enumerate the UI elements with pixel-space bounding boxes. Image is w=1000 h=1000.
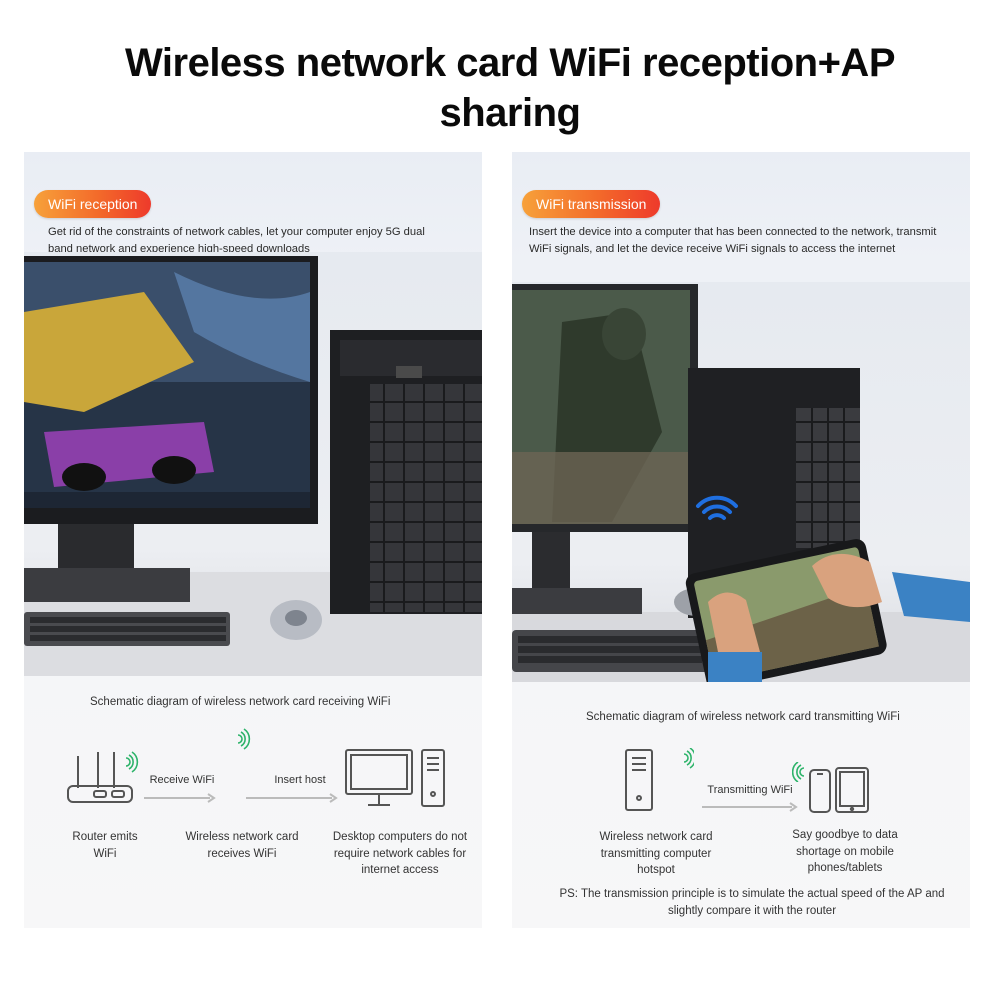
desktop-tablet-photo: [512, 282, 970, 682]
phone-icon: [808, 768, 832, 814]
transmitting-diagram-title: Schematic diagram of wireless network ca…: [586, 711, 900, 723]
desktop-setup-photo: [24, 252, 482, 676]
wifi-reception-panel: WiFi reception Get rid of the constraint…: [24, 152, 482, 928]
network-card-caption: Wireless network card receives WiFi: [185, 831, 299, 860]
insert-host-label: Insert host: [274, 774, 326, 786]
transmitting-wifi-label: Transmitting WiFi: [707, 784, 793, 796]
insert-host-arrow: [246, 793, 338, 803]
desktop-caption: Desktop computers do not require network…: [332, 831, 468, 876]
wifi-reception-badge: WiFi reception: [34, 190, 152, 218]
pc-tower-icon: [624, 748, 694, 812]
wifi-transmission-badge: WiFi transmission: [522, 190, 661, 218]
transmission-description: Insert the device into a computer that h…: [529, 226, 937, 255]
wifi-signal-icon: [792, 762, 808, 782]
mobile-caption: Say goodbye to data shortage on mobile p…: [792, 829, 898, 874]
ps-note: PS: The transmission principle is to sim…: [559, 888, 945, 917]
page-title: Wireless network card WiFi reception+AP …: [124, 41, 896, 135]
wifi-signal-icon: [234, 728, 254, 750]
receive-wifi-arrow: [144, 793, 216, 803]
tablet-icon: [834, 766, 870, 814]
hotspot-caption: Wireless network card transmitting compu…: [599, 831, 713, 876]
pc-tower-icon: [420, 748, 446, 808]
router-caption: Router emits WiFi: [72, 831, 138, 860]
receiving-diagram-title: Schematic diagram of wireless network ca…: [90, 696, 391, 708]
receive-wifi-label: Receive WiFi: [149, 774, 215, 786]
wifi-transmission-panel: WiFi transmission Insert the device into…: [512, 152, 970, 928]
monitor-icon: [344, 748, 416, 808]
router-icon: [64, 748, 144, 808]
transmitting-wifi-arrow: [702, 802, 798, 812]
